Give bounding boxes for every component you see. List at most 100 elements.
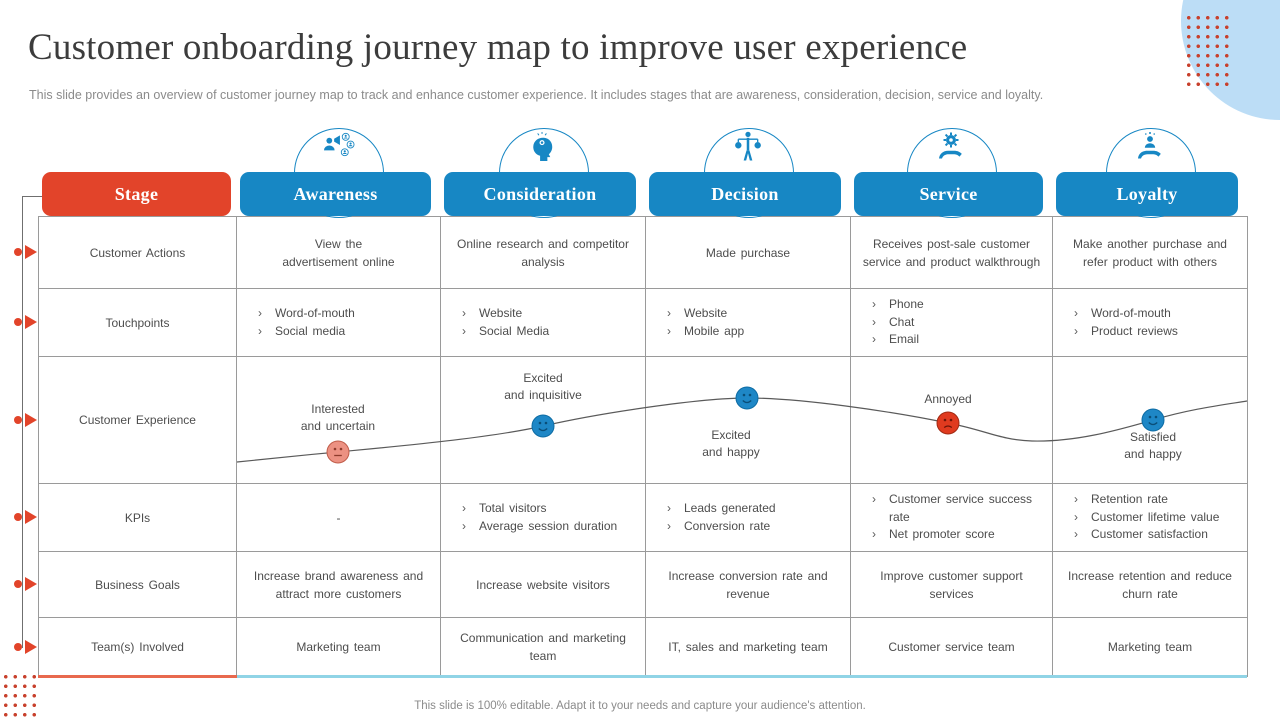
cell-text: Increase brand awareness and attract mor… xyxy=(253,568,424,601)
experience-label-awareness: Interested and uncertain xyxy=(300,402,376,433)
bullet-text: Mobile app xyxy=(684,323,745,338)
footer-note: This slide is 100% editable. Adapt it to… xyxy=(414,700,866,712)
bullet-list: ›Total visitors›Average session duration xyxy=(462,500,617,535)
cell-kpis-loyalty: ›Retention rate›Customer lifetime value›… xyxy=(1053,484,1248,552)
bullet-marker-icon: › xyxy=(462,323,466,338)
bullet-list: ›Retention rate›Customer lifetime value›… xyxy=(1074,491,1219,543)
cell-text: Marketing team xyxy=(1107,640,1193,654)
tab-service: Service xyxy=(854,172,1043,216)
bullet-text: Customer lifetime value xyxy=(1091,509,1220,524)
cell-team-s-involved-decision: IT, sales and marketing team xyxy=(646,618,851,677)
cell-touchpoints-decision: ›Website› Mobile app xyxy=(646,289,851,357)
bullet-marker-icon: › xyxy=(1074,527,1078,542)
cell-team-s-involved-consideration: Communication and marketing team xyxy=(441,618,646,677)
cell-business-goals-awareness: Increase brand awareness and attract mor… xyxy=(237,552,441,618)
bullet-item: ›Product reviews xyxy=(1074,323,1178,340)
experience-label-service: Annoyed xyxy=(924,392,972,406)
stage-header-tab: Stage xyxy=(42,172,231,216)
bullet-text: Word-of-mouth xyxy=(275,306,355,321)
cell-business-goals-loyalty: Increase retention and reduce churn rate xyxy=(1053,552,1248,618)
bullet-item: ›Customer service success rate xyxy=(872,491,1044,526)
cell-text: IT, sales and marketing team xyxy=(668,640,828,654)
cell-touchpoints-loyalty: › Word-of-mouth ›Product reviews xyxy=(1053,289,1248,357)
cell-text: Increase retention and reduce churn rate xyxy=(1068,568,1232,601)
cell-customer-actions-decision: Made purchase xyxy=(646,217,851,289)
bullet-marker-icon: › xyxy=(872,297,876,312)
cell-text: Increase website visitors xyxy=(476,577,610,592)
bullet-text: Phone xyxy=(889,297,924,312)
bullet-marker-icon: › xyxy=(462,518,466,533)
bullet-text: Product reviews xyxy=(1091,323,1178,338)
row-marker-arrow-icon xyxy=(25,245,37,259)
bullet-marker-icon: › xyxy=(872,527,876,542)
tab-consideration: Consideration xyxy=(444,172,636,216)
cell-touchpoints-consideration: ›Website›Social Media xyxy=(441,289,646,357)
cell-text: Receives post-sale customer service and … xyxy=(862,236,1041,269)
row-marker-arrow-icon xyxy=(25,412,37,427)
cell-kpis-decision: ›Leads generated›Conversion rate xyxy=(646,484,851,552)
page-subtitle: This slide provides an overview of custo… xyxy=(29,88,1044,102)
bullet-item: › Retention rate xyxy=(1074,491,1219,508)
bullet-text: Leads generated xyxy=(684,501,776,516)
cell-touchpoints-service: › Phone ›Chat›Email xyxy=(851,289,1053,357)
bullet-text: Customer service success rate xyxy=(889,492,1033,524)
cell-kpis-consideration: ›Total visitors›Average session duration xyxy=(441,484,646,552)
tab-decision: Decision xyxy=(649,172,841,216)
row-label-customer-actions: Customer Actions xyxy=(39,217,237,289)
tab-label-service: Service xyxy=(919,183,978,204)
bullet-text: Customer satisfaction xyxy=(1091,527,1208,542)
cell-kpis-service: ›Customer service success rate› Net promo… xyxy=(851,484,1053,552)
stage-header-label: Stage xyxy=(114,183,159,204)
row-marker-dot xyxy=(14,580,22,588)
cell-text: Customer service team xyxy=(888,640,1015,654)
bullet-item: › Word-of-mouth xyxy=(1074,305,1178,322)
bullet-item: › Mobile app xyxy=(667,323,744,340)
row-marker-dot xyxy=(14,318,22,326)
bullet-marker-icon: › xyxy=(872,332,876,347)
dot-grid-bottom-left xyxy=(1,672,40,720)
row-label-touchpoints: Touchpoints xyxy=(39,289,237,357)
bullet-marker-icon: › xyxy=(872,314,876,329)
bullet-item: ›Average session duration xyxy=(462,518,617,535)
cell-business-goals-decision: Increase conversion rate and revenue xyxy=(646,552,851,618)
audience-icon xyxy=(320,131,356,160)
cell-team-s-involved-loyalty: Marketing team xyxy=(1053,618,1248,677)
bullet-item: ›Social media xyxy=(258,323,355,340)
bullet-marker-icon: › xyxy=(667,323,671,338)
bullet-text: Word-of-mouth xyxy=(1091,306,1171,321)
bullet-item: ›Website xyxy=(667,305,744,322)
cell-text: - xyxy=(336,510,341,525)
experience-label-loyalty: Satisfied and happy xyxy=(1124,430,1182,461)
experience-label-decision: Excited and happy xyxy=(702,428,760,459)
bullet-text: Net promoter score xyxy=(889,527,995,542)
bullet-text: Social Media xyxy=(479,323,550,338)
row-marker-arrow-icon xyxy=(25,577,37,591)
bullet-marker-icon: › xyxy=(1074,306,1078,321)
bullet-marker-icon: › xyxy=(462,501,466,516)
bullet-item: › Phone xyxy=(872,296,924,313)
bottom-accent-red xyxy=(38,675,237,678)
bullet-marker-icon: › xyxy=(258,323,262,338)
service-hand-gear-icon xyxy=(933,131,969,161)
cell-text: Marketing team xyxy=(296,640,381,654)
bullet-list: ›Website› Mobile app xyxy=(667,305,744,340)
tab-awareness: Awareness xyxy=(240,172,431,216)
tab-label-loyalty: Loyalty xyxy=(1116,183,1178,204)
cell-text: Made purchase xyxy=(705,245,791,260)
bullet-text: Conversion rate xyxy=(684,518,771,533)
row-label-customer-experience: Customer Experience xyxy=(39,357,237,484)
bullet-marker-icon: › xyxy=(1074,492,1078,507)
bullet-item: ›Chat xyxy=(872,314,924,331)
bullet-text: Website xyxy=(479,306,523,321)
bullet-item: › Net promoter score xyxy=(872,526,1044,543)
bullet-item: ›Email xyxy=(872,331,924,348)
bullet-list: ›Customer service success rate› Net promo… xyxy=(872,491,1044,543)
row-connector-line-top xyxy=(22,196,43,197)
cell-team-s-involved-service: Customer service team xyxy=(851,618,1053,677)
bullet-text: Retention rate xyxy=(1091,492,1168,507)
bullet-item: ›Customer lifetime value xyxy=(1074,509,1219,526)
cell-customer-actions-service: Receives post-sale customer service and … xyxy=(851,217,1053,289)
cell-text: Improve customer support services xyxy=(880,568,1023,601)
decision-scales-icon xyxy=(730,131,766,162)
